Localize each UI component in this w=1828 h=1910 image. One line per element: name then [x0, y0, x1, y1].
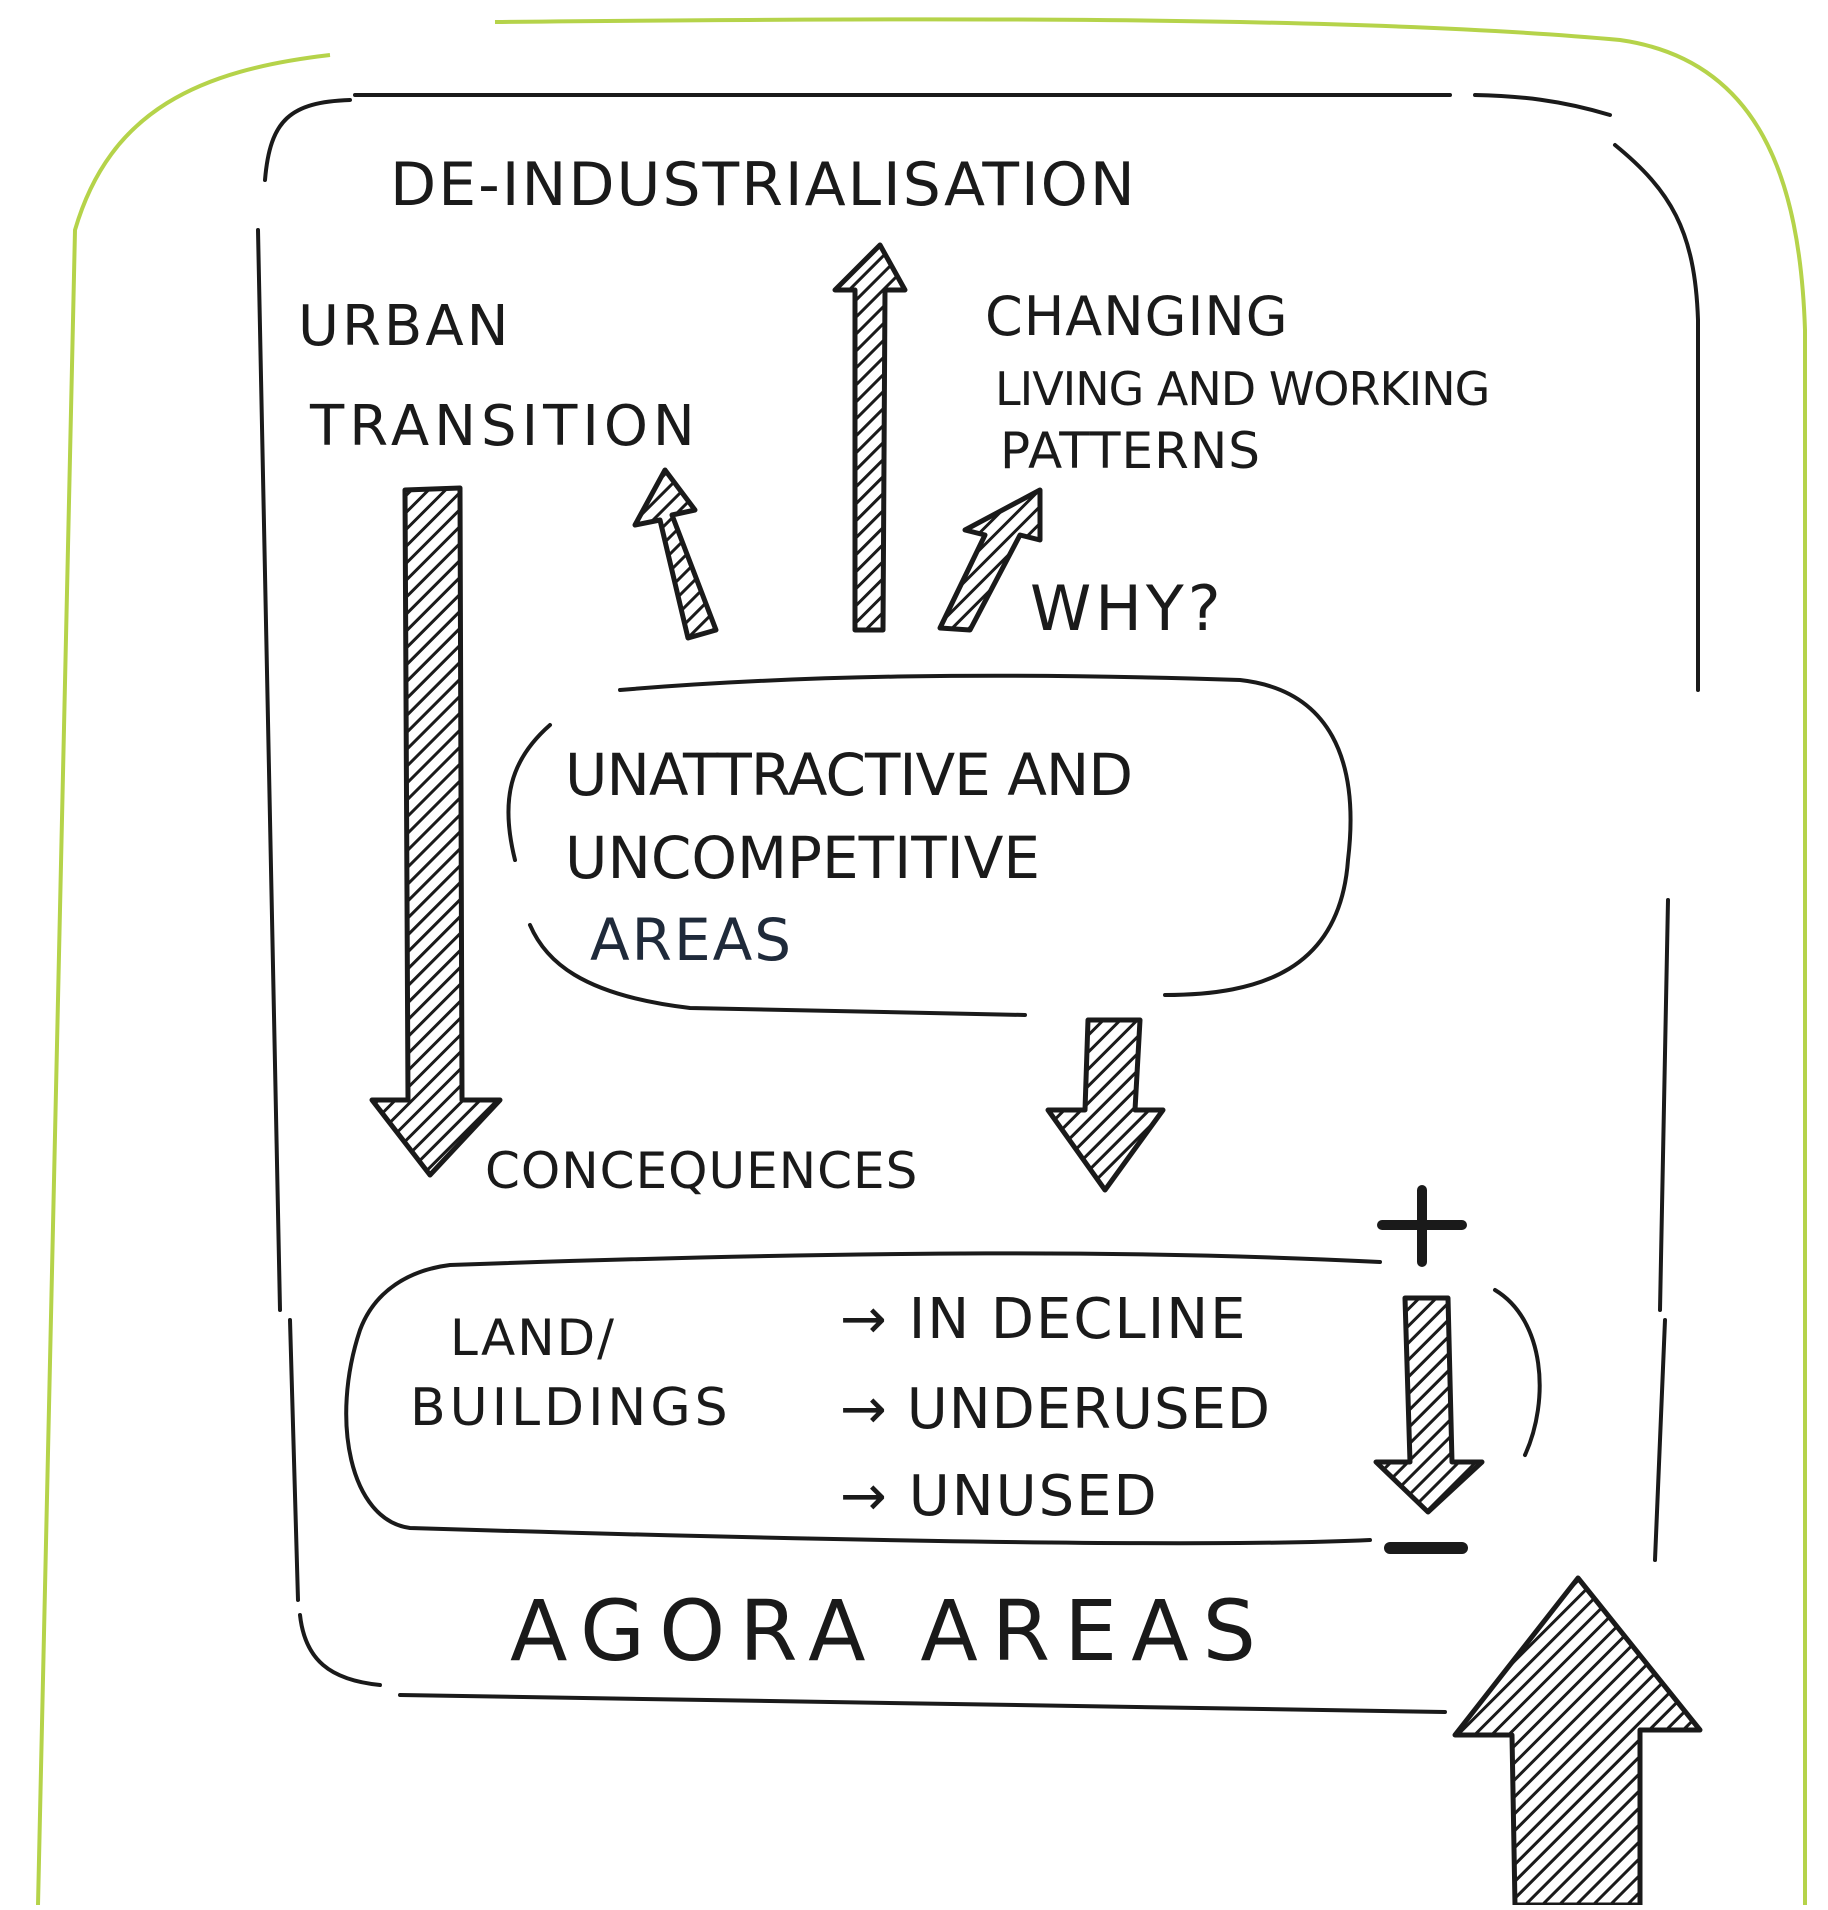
- urban-label-line1: URBAN: [298, 294, 512, 359]
- consequences-label: CONCEQUENCES: [485, 1142, 918, 1200]
- changing-label-line3: PATTERNS: [1000, 422, 1261, 480]
- bottom-box-outline: [344, 1251, 1542, 1546]
- green-frame: [36, 17, 1807, 1906]
- changing-label-line2: LIVING AND WORKING: [995, 362, 1489, 416]
- up-right-arrow-changing-patterns: [937, 487, 1043, 633]
- decline-arrow: [1373, 1295, 1485, 1515]
- bottom-box-subject-line1: LAND/: [450, 1309, 616, 1367]
- top-label: DE-INDUSTRIALISATION: [390, 150, 1137, 220]
- bottom-box-state-unused: → UNUSED: [840, 1464, 1159, 1529]
- down-arrow-urban-transition: [369, 485, 503, 1178]
- bottom-box-state-decline: → IN DECLINE: [840, 1287, 1248, 1352]
- central-box-outline: [506, 673, 1353, 1017]
- up-arrow-deindustrialisation: [832, 242, 908, 633]
- down-arrow-central-box: [1045, 1017, 1166, 1193]
- urban-label-line2: TRANSITION: [309, 394, 700, 459]
- big-up-arrow: [1452, 1575, 1703, 1908]
- central-box-line3: AREAS: [590, 906, 793, 974]
- up-left-arrow-urban-transition: [632, 467, 719, 641]
- inner-frame: [256, 93, 1700, 1714]
- changing-label-line1: CHANGING: [985, 285, 1289, 348]
- bottom-box-state-underused: → UNDERUSED: [840, 1377, 1271, 1442]
- why-label: WHY?: [1030, 572, 1225, 645]
- footer-label: AGORA AREAS: [510, 1582, 1270, 1680]
- bottom-box-subject-line2: BUILDINGS: [410, 1378, 732, 1438]
- central-box-line1: UNATTRACTIVE AND: [565, 741, 1132, 809]
- central-box-line2: UNCOMPETITIVE: [565, 824, 1040, 892]
- plus-sign-icon: [1377, 1185, 1467, 1267]
